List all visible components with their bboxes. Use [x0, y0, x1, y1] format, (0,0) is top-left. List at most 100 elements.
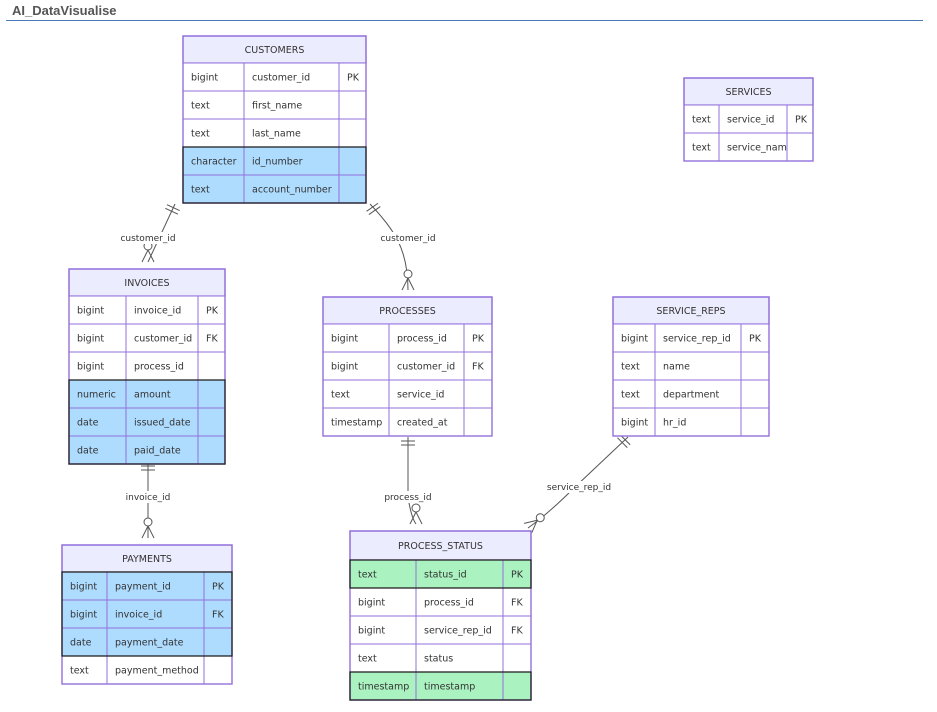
- relationship-customers-processes: [366, 202, 415, 291]
- relationship-label: customer_id: [380, 234, 435, 244]
- column-name: status: [424, 654, 453, 665]
- column-name: customer_id: [134, 334, 192, 345]
- column-name: status_id: [424, 570, 467, 581]
- relationship-label: invoice_id: [126, 493, 171, 503]
- entity-row: text service_name: [683, 132, 814, 162]
- column-name: timestamp: [424, 682, 475, 693]
- entity-name: INVOICES: [124, 278, 169, 289]
- relationship-line: [369, 203, 409, 291]
- column-name: service_rep_id: [424, 626, 492, 637]
- column-type: bigint: [621, 418, 648, 429]
- highlight-group: [68, 379, 226, 465]
- entity-row: numeric amount: [68, 379, 226, 409]
- relationship-service_reps-process_status: [524, 434, 631, 533]
- column-type: text: [621, 362, 640, 373]
- column-name: invoice_id: [115, 610, 162, 621]
- column-type: bigint: [621, 334, 648, 345]
- column-name: service_name: [727, 143, 793, 154]
- entity-name: SERVICE_REPS: [656, 306, 725, 317]
- column-type: text: [70, 666, 89, 677]
- column-type: bigint: [191, 73, 218, 84]
- column-name: payment_date: [115, 638, 184, 649]
- column-name: name: [663, 362, 690, 373]
- highlight-group: [182, 146, 367, 204]
- column-type: text: [692, 143, 711, 154]
- column-type: numeric: [77, 390, 116, 401]
- highlight-group: [61, 571, 233, 657]
- column-type: bigint: [358, 598, 385, 609]
- column-name: invoice_id: [134, 306, 181, 317]
- entity-name: PROCESS_STATUS: [398, 541, 483, 552]
- highlight-group: [349, 671, 532, 701]
- column-type: bigint: [77, 306, 104, 317]
- column-name: service_rep_id: [663, 334, 731, 345]
- column-name: last_name: [252, 129, 301, 140]
- column-name: process_id: [397, 334, 447, 345]
- column-name: process_id: [424, 598, 474, 609]
- column-name: payment_id: [115, 582, 171, 593]
- column-name: department: [663, 390, 719, 401]
- column-type: bigint: [70, 582, 97, 593]
- column-type: text: [692, 115, 711, 126]
- relationship-label: customer_id: [120, 234, 175, 244]
- app-title: AI_DataVisualise: [12, 3, 117, 18]
- entity-row: date payment_date: [61, 627, 233, 657]
- column-type: bigint: [77, 362, 104, 373]
- entity-row: text name: [612, 351, 770, 381]
- column-name: service_id: [727, 115, 774, 126]
- column-type: text: [331, 390, 350, 401]
- relationship-labels: customer_id customer_id invoice_id process_…: [115, 232, 621, 503]
- entity-name: PROCESSES: [379, 306, 436, 317]
- entity-row: date issued_date: [68, 407, 226, 437]
- column-type: timestamp: [331, 418, 382, 429]
- column-name: amount: [134, 390, 171, 401]
- column-name: issued_date: [134, 418, 191, 429]
- entity-row: text service_id: [322, 379, 493, 409]
- column-type: date: [70, 638, 92, 649]
- title-rule: [6, 20, 923, 21]
- column-type: text: [358, 570, 377, 581]
- entity-row: timestamp created_at: [322, 407, 493, 437]
- column-key: PK: [749, 334, 762, 345]
- column-name: payment_method: [115, 666, 199, 677]
- entity-row: bigint payment_id PK: [61, 571, 233, 601]
- relationship-processes-process_status: [401, 437, 423, 525]
- column-key: PK: [511, 570, 524, 581]
- column-key: FK: [212, 610, 224, 621]
- column-name: created_at: [397, 418, 448, 429]
- column-key: PK: [212, 582, 225, 593]
- column-type: text: [358, 654, 377, 665]
- column-type: text: [191, 185, 210, 196]
- relationship-label: process_id: [384, 493, 431, 503]
- column-name: paid_date: [134, 446, 181, 457]
- relationship-invoices-payments: [141, 462, 155, 539]
- column-type: bigint: [358, 626, 385, 637]
- column-key: FK: [472, 362, 484, 373]
- column-type: date: [77, 418, 99, 429]
- column-name: service_id: [397, 390, 444, 401]
- entity-row: text status: [349, 643, 532, 673]
